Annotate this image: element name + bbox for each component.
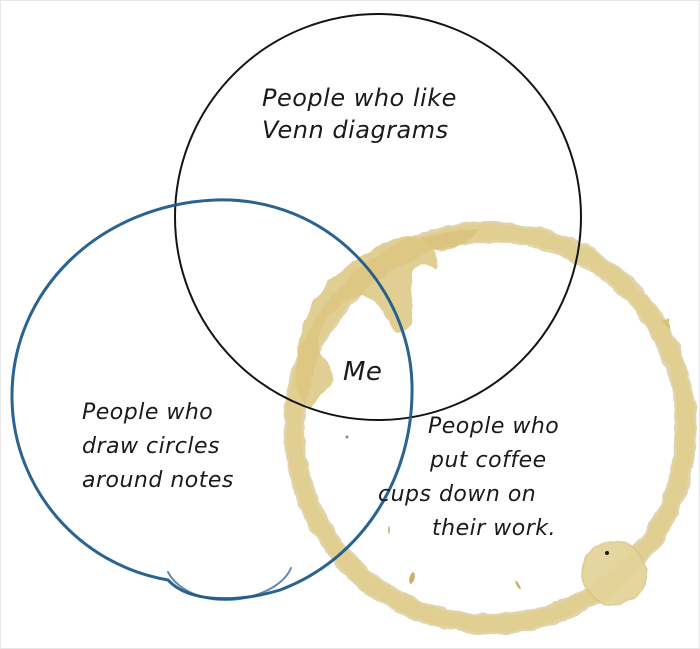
label-line: around notes — [82, 468, 234, 494]
label-line: their work. — [432, 516, 556, 542]
label-circle-drawers: People who draw circles around notes — [82, 396, 234, 498]
label-venn-lovers: People who like Venn diagrams — [262, 83, 457, 147]
coffee-ring-stain — [283, 221, 697, 635]
label-line: People who like — [262, 84, 457, 112]
label-line: put coffee — [430, 448, 547, 474]
period-dot — [605, 551, 609, 555]
label-line: cups down on — [378, 482, 537, 508]
venn-lovers-circle — [174, 13, 582, 421]
label-coffee-stainers: People who put coffee cups down on their… — [378, 410, 560, 546]
circle-drawers-circle — [10, 198, 414, 601]
label-line: People who — [82, 400, 214, 425]
label-line: Venn diagrams — [262, 115, 449, 144]
coffee-specks — [345, 435, 521, 590]
label-line: People who — [428, 414, 560, 439]
intersection-label-me: Me — [343, 357, 383, 387]
label-line: draw circles — [82, 434, 220, 460]
